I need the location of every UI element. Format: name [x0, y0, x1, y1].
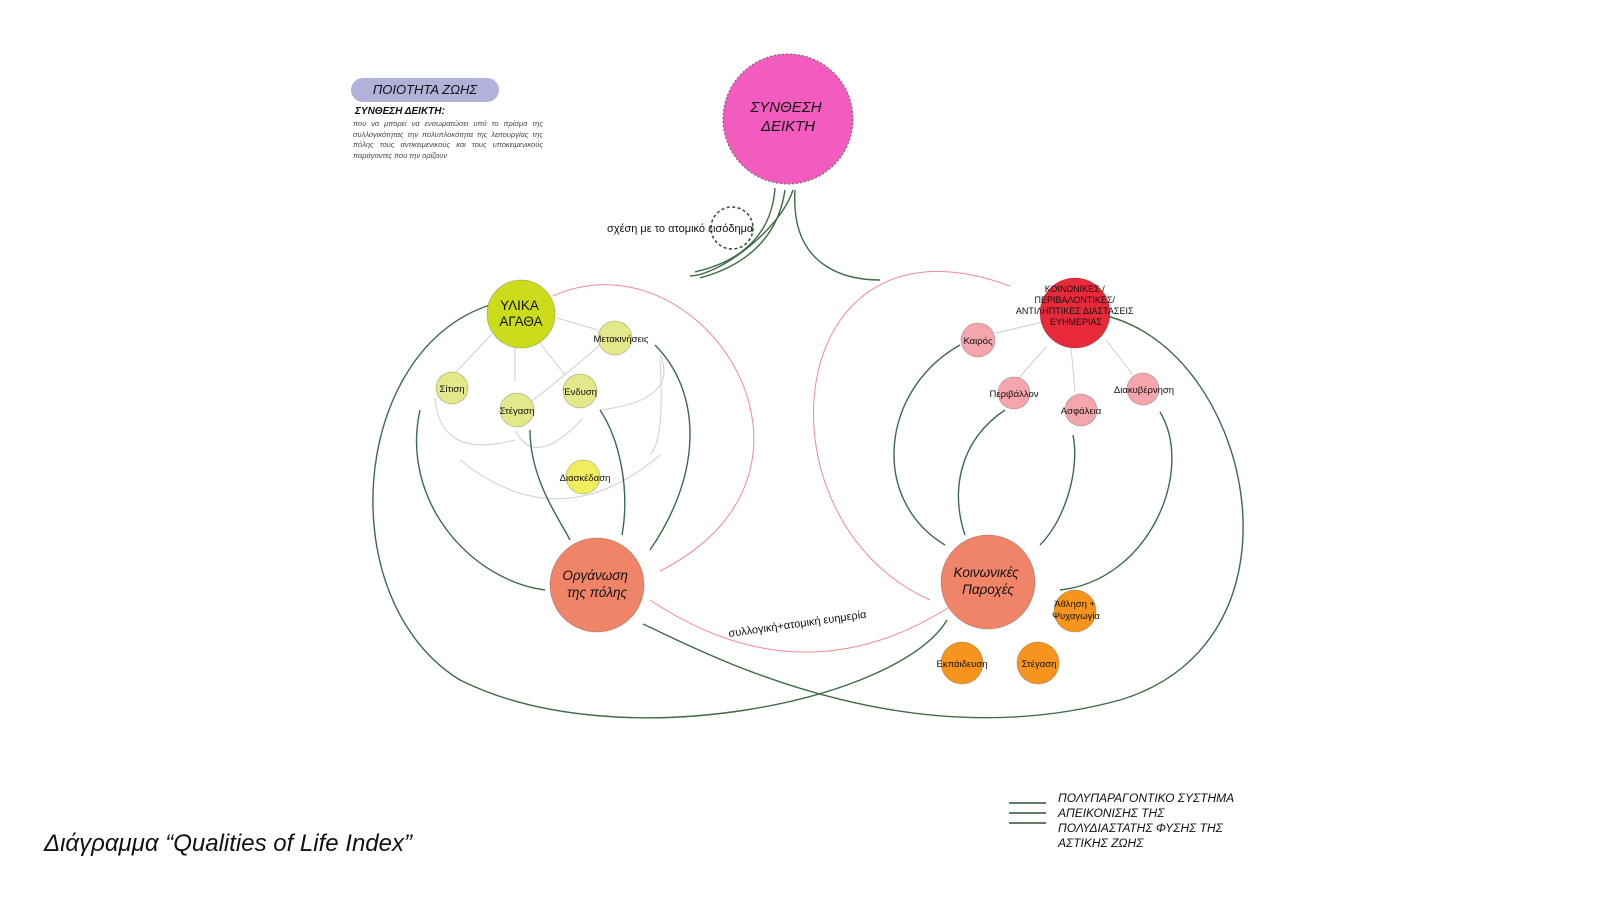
synthesis-node [722, 53, 854, 185]
perivallon-node [997, 376, 1031, 410]
pink-arc [812, 271, 1011, 601]
pink-connector-group [552, 271, 1011, 653]
athlisi-node [1053, 589, 1097, 633]
material-goods-node [486, 279, 556, 349]
green-line [372, 304, 948, 719]
green-line [599, 409, 626, 536]
green-line [794, 189, 881, 281]
green-line [689, 189, 794, 277]
grey-spoke [539, 342, 566, 376]
grey-connector-group [434, 317, 665, 500]
grey-spoke [455, 333, 493, 373]
pink-arc [649, 599, 949, 653]
legend-lines [1009, 802, 1046, 824]
social-services-node [940, 534, 1036, 630]
material-goods-label: ΥΛΙΚΑ ΑΓΑΘΑ [499, 298, 542, 329]
green-line [699, 189, 786, 279]
social-services-label: Κοινωνικές Παροχές [953, 565, 1022, 597]
green-line [694, 187, 776, 273]
definition-text: που να μπορεί να ενσωματώσει υπό το πρίσ… [353, 119, 543, 160]
grey-arc [599, 354, 665, 411]
athlisi-label: Άθληση + Ψυχαγωγία [1052, 599, 1100, 622]
income-dashed-circle [710, 206, 754, 250]
stegasi-right-label: Στέγαση [1022, 659, 1057, 670]
income-annotation: σχέση με το ατομικό εισόδημα [607, 223, 754, 235]
diagram-caption: Διάγραμμα “Qualities of Life Index” [44, 830, 412, 857]
diakyvernisi-node [1126, 372, 1160, 406]
endysi-label: Ένδυση [562, 387, 597, 398]
pink-arc [552, 284, 755, 572]
social-dimensions-node [1039, 277, 1111, 349]
green-line [529, 429, 571, 541]
kairos-label: Καιρός [963, 336, 993, 347]
grey-spoke [556, 317, 599, 331]
grey-spoke [995, 321, 1044, 334]
grey-arc [459, 454, 661, 500]
grey-arc [514, 417, 584, 448]
legend-text: ΠΟΛΥΠΑΡΑΓΟΝΤΙΚΟ ΣΥΣΤΗΜΑ ΑΠΕΙΚΟΝΙΣΗΣ ΤΗΣ … [1058, 791, 1235, 850]
sitisi-node [435, 371, 469, 405]
grey-arc [434, 397, 516, 446]
sitisi-label: Σίτιση [440, 384, 465, 395]
wellbeing-annotation: συλλογική+ατομική ευημερία [728, 609, 868, 640]
kairos-node [960, 322, 996, 358]
green-line [642, 313, 1244, 719]
grey-spoke-group-right [995, 321, 1134, 393]
synthesis-label: ΣΥΝΘΕΣΗ ΔΕΙΚΤΗ [749, 99, 826, 135]
stegasi-left-label: Στέγαση [500, 406, 535, 417]
metakiniseis-label: Μετακινήσεις [594, 334, 649, 345]
asfaleia-label: Ασφάλεια [1061, 406, 1102, 417]
ekpaidefsi-label: Εκπάιδευση [937, 659, 988, 670]
diaskedasi-node [565, 459, 601, 495]
asfaleia-node [1064, 393, 1098, 427]
grey-spoke [1070, 347, 1076, 393]
metakiniseis-node [597, 320, 633, 356]
perivallon-label: Περιβάλλον [990, 389, 1039, 400]
green-line [893, 344, 961, 546]
node-labels: ΣΥΝΘΕΣΗ ΔΕΙΚΤΗ ΥΛΙΚΑ ΑΓΑΘΑ Μετακινήσεις … [440, 99, 1175, 670]
grey-arc [649, 359, 662, 456]
green-line [649, 344, 691, 551]
definition-title: ΣΥΝΘΕΣΗ ΔΕΙΚΤΗ: [355, 106, 445, 117]
green-line [1039, 434, 1076, 546]
grey-spoke [1105, 339, 1134, 376]
ekpaidefsi-node [940, 641, 984, 685]
diaskedasi-label: Διασκέδαση [560, 473, 611, 484]
green-line [1059, 411, 1173, 591]
city-organization-label: Οργάνωση της πόλης [562, 568, 631, 600]
grey-spoke [1016, 345, 1048, 381]
stegasi-left-node [499, 392, 535, 428]
green-line [415, 409, 546, 591]
social-dimensions-label: ΚΟΙΝΩΝΙΚΕΣ / ΠΕΡΙΒΑΛΟΝΤΙΚΕΣ/ ΑΝΤΙΛΗΠΤΙΚΕ… [1016, 284, 1136, 327]
green-line [957, 409, 1006, 536]
green-system-lines [372, 187, 1244, 719]
nodes [435, 53, 1160, 685]
endysi-node [562, 373, 598, 409]
city-organization-node [549, 537, 645, 633]
diakyvernisi-label: Διακυβέρνηση [1114, 385, 1174, 396]
stegasi-right-node [1016, 641, 1060, 685]
quality-of-life-badge: ΠΟΙΟΤΗΤΑ ΖΩΗΣ [351, 78, 499, 102]
